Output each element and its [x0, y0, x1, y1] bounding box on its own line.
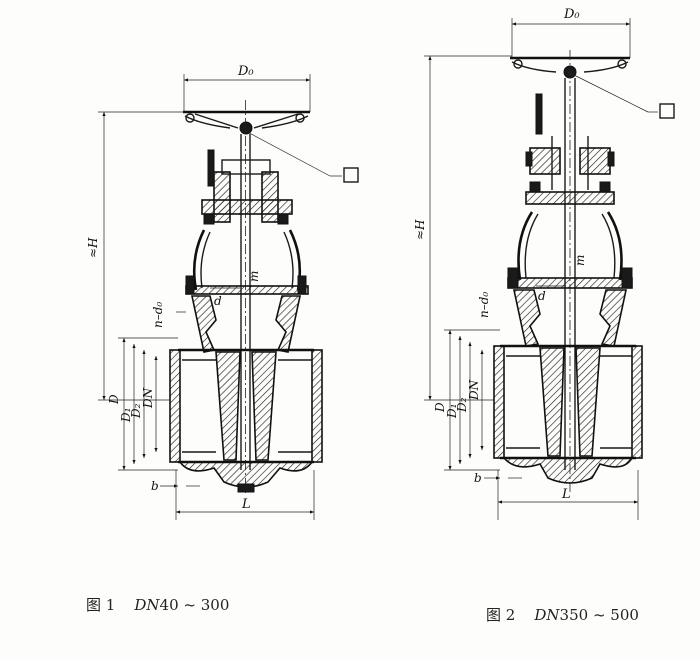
- label-D0-fig2: D₀: [563, 7, 580, 22]
- label-L-fig1: L: [241, 497, 251, 512]
- caption-figure-2-range: 350 ~ 500: [559, 606, 639, 624]
- bonnet-1: [185, 229, 309, 295]
- label-D-fig1: D: [107, 394, 121, 405]
- label-nd0-fig1: n–d₀: [151, 302, 165, 328]
- handwheel-1: [183, 110, 310, 135]
- dimensions-1: [98, 74, 359, 520]
- caption-figure-1: 图 1 DN40 ~ 300: [86, 594, 229, 615]
- label-m-fig2: m: [573, 255, 587, 266]
- label-D0-fig1: D₀: [237, 64, 254, 79]
- bonnet-2: [507, 211, 633, 289]
- yoke-1: [201, 149, 293, 225]
- label-b-fig2: b: [474, 471, 482, 485]
- label-D1-fig1: D₁: [119, 408, 133, 423]
- caption-figure-1-number: 图 1: [86, 596, 116, 614]
- body-2: [493, 289, 643, 484]
- label-DN-fig1: DN: [141, 387, 155, 409]
- caption-figure-2-number: 图 2: [486, 606, 516, 624]
- label-H-fig1: ≈H: [86, 237, 100, 258]
- label-H-fig2: ≈H: [413, 219, 427, 240]
- body-1: [169, 295, 323, 493]
- label-DN-fig2: DN: [467, 379, 481, 401]
- figure-2-valve: D₀ ≈H D D₁ D₂ DN n–d₀ d m b L: [413, 7, 675, 520]
- label-L-fig2: L: [561, 487, 571, 502]
- label-d-fig1: d: [214, 294, 222, 308]
- label-D1-fig2: D₁: [445, 404, 459, 419]
- caption-figure-2: 图 2 DN350 ~ 500: [486, 604, 639, 625]
- label-D2-fig2: D₂: [455, 397, 469, 413]
- stem-2: [564, 50, 576, 495]
- label-D2-fig1: D₂: [129, 403, 143, 419]
- caption-figure-1-prefix: DN: [134, 596, 160, 614]
- caption-figure-1-range: 40 ~ 300: [159, 596, 230, 614]
- label-b-fig1: b: [151, 479, 159, 493]
- label-D-fig2: D: [433, 402, 447, 413]
- label-nd0-fig2: n–d₀: [477, 292, 491, 318]
- stem-1: [240, 100, 251, 495]
- yoke-2: [525, 93, 615, 205]
- label-d-fig2: d: [538, 289, 546, 303]
- dimensions-2: [424, 18, 675, 520]
- label-m-fig1: m: [247, 271, 261, 282]
- figure-1-valve: D₀ ≈H D D₁ D₂ DN n–d₀ d m b L: [86, 64, 359, 520]
- caption-figure-2-prefix: DN: [534, 606, 560, 624]
